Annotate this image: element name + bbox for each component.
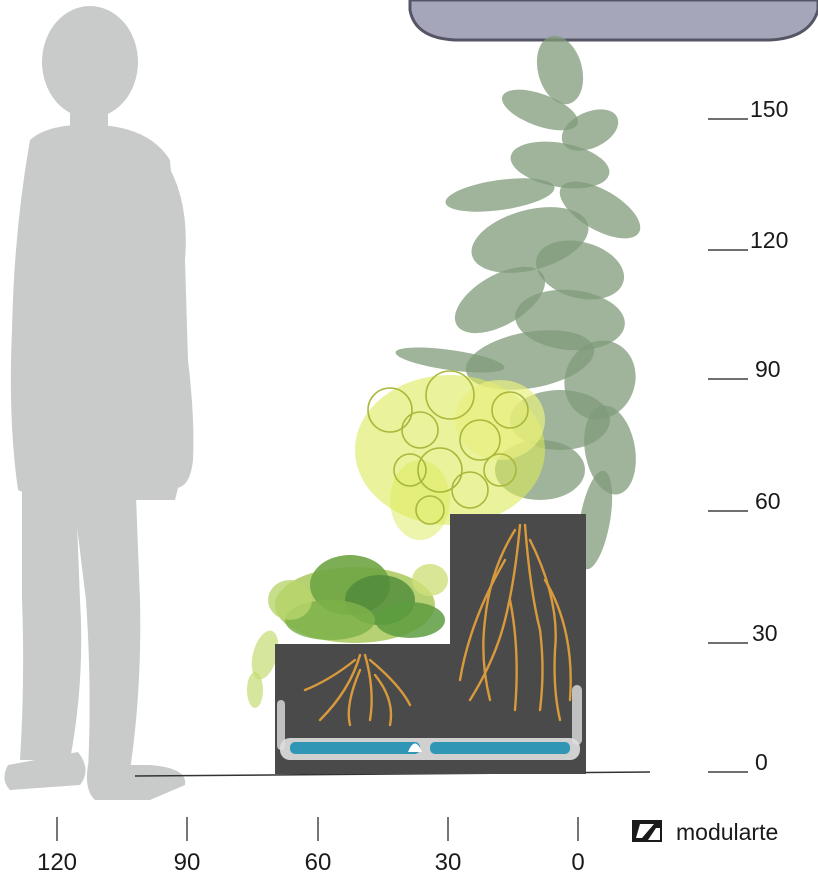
vertical-scale-label: 150: [750, 96, 788, 122]
vertical-scale-tick: 150: [708, 96, 788, 122]
vertical-scale-label: 0: [755, 749, 768, 775]
horizontal-scale-label: 30: [435, 849, 462, 876]
modularte-logo-icon: [632, 820, 662, 842]
vertical-scale-tick: 60: [708, 488, 781, 514]
horizontal-scale-tick: 0: [571, 817, 584, 876]
vertical-scale-tick: 90: [708, 356, 781, 382]
horizontal-scale-label: 90: [174, 849, 201, 876]
horizontal-scale-tick: 60: [305, 817, 332, 876]
horizontal-scale-label: 0: [571, 849, 584, 876]
horizontal-scale-tick: 30: [435, 817, 462, 876]
vertical-scale-label: 30: [752, 620, 778, 646]
vertical-scale-label: 120: [750, 227, 788, 253]
vertical-scale-tick: 30: [708, 620, 778, 646]
horizontal-scale-tick: 120: [37, 817, 77, 876]
top-panel: [410, 0, 818, 40]
horizontal-scale-label: 120: [37, 849, 77, 876]
horizontal-scale-label: 60: [305, 849, 332, 876]
vertical-scale-label: 60: [755, 488, 781, 514]
vertical-scale-label: 90: [755, 356, 781, 382]
vertical-scale-tick: 120: [708, 227, 788, 253]
horizontal-scale: 120 90 60 30 0: [37, 817, 585, 876]
brand-logo: modularte: [632, 819, 778, 845]
vertical-scale: 150 120 90 60 30 0: [708, 96, 788, 775]
horizontal-scale-tick: 90: [174, 817, 201, 876]
brand-name: modularte: [676, 819, 778, 845]
vertical-scale-tick: 0: [708, 749, 768, 775]
human-silhouette: [4, 6, 193, 800]
